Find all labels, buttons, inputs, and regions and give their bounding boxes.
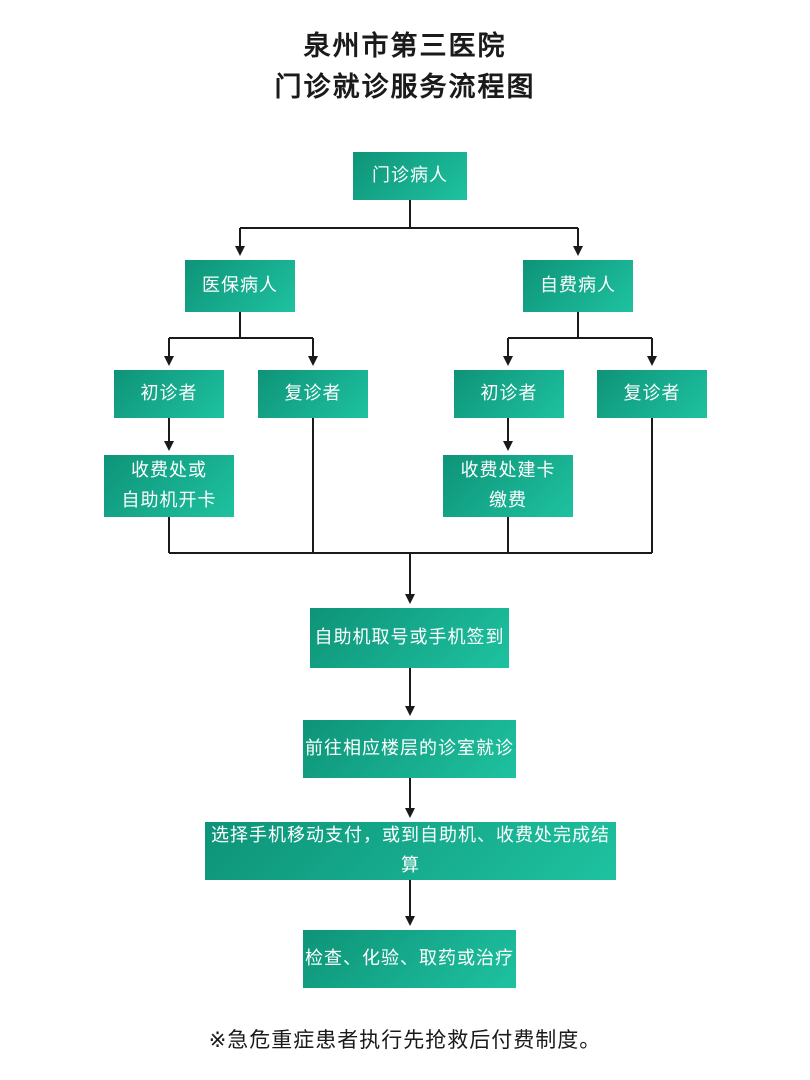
node-take-number: 自助机取号或手机签到 (310, 608, 509, 668)
node-self-first-visit-label: 初诊者 (480, 383, 538, 404)
node-insured-card-open-line2: 自助机开卡 (121, 490, 217, 510)
node-insured-first-visit-label: 初诊者 (140, 383, 198, 404)
node-treatment-label: 检查、化验、取药或治疗 (305, 948, 514, 969)
node-insured-return-visit: 复诊者 (258, 370, 368, 418)
node-settlement: 选择手机移动支付，或到自助机、收费处完成结算 (205, 822, 616, 880)
connector-insured-split (169, 312, 313, 339)
page-title: 泉州市第三医院 门诊就诊服务流程图 (0, 26, 810, 108)
node-settlement-label: 选择手机移动支付，或到自助机、收费处完成结算 (211, 825, 610, 875)
node-go-to-clinic-label: 前往相应楼层的诊室就诊 (305, 738, 514, 759)
node-insured-return-visit-label: 复诊者 (284, 383, 342, 404)
connector-merge (168, 418, 653, 554)
node-self-return-visit: 复诊者 (597, 370, 707, 418)
node-self-card-payment: 收费处建卡 缴费 (443, 455, 573, 517)
node-self-first-visit: 初诊者 (454, 370, 564, 418)
node-self-return-visit-label: 复诊者 (623, 383, 681, 404)
node-insured-card-open: 收费处或 自助机开卡 (104, 455, 234, 517)
connector-self-split (508, 312, 652, 339)
node-insured-patient: 医保病人 (185, 260, 295, 312)
node-self-pay-patient-label: 自费病人 (540, 275, 616, 296)
node-outpatient-label: 门诊病人 (372, 165, 448, 186)
node-insured-card-open-line1: 收费处或 (131, 460, 207, 481)
node-take-number-label: 自助机取号或手机签到 (314, 627, 505, 648)
node-insured-patient-label: 医保病人 (202, 275, 278, 296)
connector-top-split (240, 200, 578, 229)
node-self-pay-patient: 自费病人 (523, 260, 633, 312)
page-title-line2: 门诊就诊服务流程图 (274, 72, 536, 102)
page-title-line1: 泉州市第三医院 (303, 31, 507, 61)
node-outpatient: 门诊病人 (353, 152, 467, 200)
node-go-to-clinic: 前往相应楼层的诊室就诊 (303, 720, 516, 778)
footnote: ※急危重症患者执行先抢救后付费制度。 (208, 1029, 602, 1052)
node-insured-first-visit: 初诊者 (114, 370, 224, 418)
node-self-card-payment-line2: 缴费 (489, 490, 527, 510)
node-self-card-payment-line1: 收费处建卡 (460, 460, 556, 481)
node-treatment: 检查、化验、取药或治疗 (303, 930, 516, 988)
